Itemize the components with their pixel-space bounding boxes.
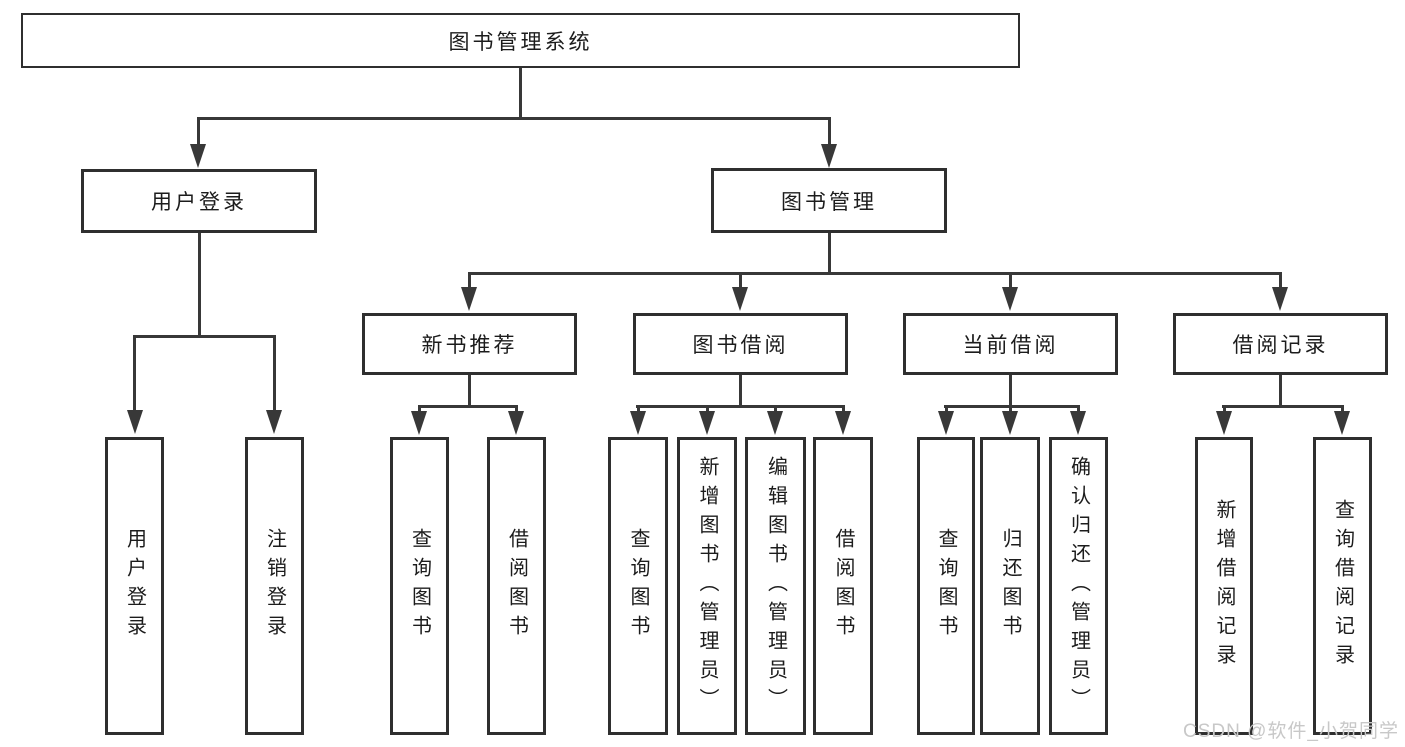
connector-records-branch-line (1222, 405, 1344, 408)
leaf-newbooks-query-books: 查询图书 (390, 437, 449, 735)
connector-l1-branch-line (197, 117, 831, 120)
arrowhead-cb-confirm (1070, 411, 1086, 435)
connector-shaft-bb-add (706, 405, 709, 413)
leaf-label: 查询图书 (935, 528, 957, 644)
leaf-label: 注销登录 (263, 528, 286, 644)
connector-shaft-book-management (828, 117, 831, 146)
connector-shaft-user-login (197, 117, 200, 146)
leaf-label: 编辑图书（管理员） (764, 455, 787, 717)
arrowhead-br-add (1216, 411, 1232, 435)
arrowhead-br-query (1334, 411, 1350, 435)
leaf-label: 查询图书 (408, 528, 431, 644)
leaf-label: 确认归还（管理员） (1067, 455, 1090, 717)
connector-shaft-book-borrowing (739, 272, 742, 289)
leaf-logout: 注销登录 (245, 437, 304, 735)
node-current-borrowing: 当前借阅 (903, 313, 1118, 375)
connector-shaft-borrow-records (1279, 272, 1282, 289)
connector-shaft-cb-return (1009, 405, 1012, 413)
arrowhead-user-login (190, 144, 206, 168)
leaf-borrow-add-books-admin: 新增图书（管理员） (677, 437, 737, 735)
arrowhead-bb-query (630, 411, 646, 435)
connector-shaft-br-add (1223, 405, 1226, 413)
arrowhead-leaf-logout (266, 410, 282, 434)
connector-shaft-cb-confirm (1077, 405, 1080, 413)
arrowhead-book-management (821, 144, 837, 168)
node-label: 借阅记录 (1232, 334, 1329, 357)
connector-newbooks-branch-line (418, 405, 518, 408)
connector-shaft-leaf-user-login (133, 335, 136, 412)
connector-book-management-stem (828, 233, 831, 275)
arrowhead-book-borrowing (732, 287, 748, 311)
node-book-borrowing: 图书借阅 (633, 313, 848, 375)
leaf-borrow-query-books: 查询图书 (608, 437, 668, 735)
connector-shaft-bb-query (637, 405, 640, 413)
connector-shaft-nb-borrow (515, 405, 518, 413)
leaf-current-return-books: 归还图书 (980, 437, 1040, 735)
watermark: CSDN @软件_小贺同学 (1183, 721, 1399, 742)
arrowhead-cb-query (938, 411, 954, 435)
arrowhead-bb-edit (767, 411, 783, 435)
arrowhead-bb-borrow (835, 411, 851, 435)
node-borrow-records: 借阅记录 (1173, 313, 1388, 375)
leaf-label: 借阅图书 (505, 528, 528, 644)
leaf-label: 归还图书 (999, 528, 1021, 644)
connector-shaft-new-book-recommend (468, 272, 471, 289)
connector-newbooks-stem (468, 375, 471, 408)
node-root-library-system: 图书管理系统 (21, 13, 1020, 68)
connector-user-login-branch-line (133, 335, 276, 338)
leaf-records-add-record: 新增借阅记录 (1195, 437, 1253, 735)
leaf-borrow-borrow-books: 借阅图书 (813, 437, 873, 735)
leaf-current-confirm-return-admin: 确认归还（管理员） (1049, 437, 1108, 735)
arrowhead-leaf-user-login (127, 410, 143, 434)
arrowhead-nb-borrow (508, 411, 524, 435)
node-label: 新书推荐 (421, 334, 518, 357)
arrowhead-bb-add (699, 411, 715, 435)
leaf-label: 新增图书（管理员） (696, 455, 718, 717)
connector-bookborrow-branch-line (636, 405, 844, 408)
node-label: 图书管理系统 (448, 30, 593, 54)
leaf-user-login: 用户登录 (105, 437, 164, 735)
connector-shaft-br-query (1341, 405, 1344, 413)
leaf-label: 查询图书 (627, 528, 649, 644)
leaf-label: 新增借阅记录 (1213, 499, 1235, 673)
node-label: 图书管理 (781, 190, 877, 214)
leaf-borrow-edit-books-admin: 编辑图书（管理员） (745, 437, 806, 735)
node-label: 图书借阅 (692, 334, 789, 357)
connector-shaft-cb-query (945, 405, 948, 413)
connector-currentborrow-stem (1009, 375, 1012, 408)
arrowhead-current-borrowing (1002, 287, 1018, 311)
connector-shaft-leaf-logout (273, 335, 276, 412)
connector-currentborrow-branch-line (944, 405, 1080, 408)
leaf-label: 查询借阅记录 (1331, 499, 1354, 673)
leaf-label: 借阅图书 (832, 528, 854, 644)
arrowhead-new-book-recommend (461, 287, 477, 311)
arrowhead-borrow-records (1272, 287, 1288, 311)
connector-shaft-bb-edit (774, 405, 777, 413)
connector-shaft-nb-query (418, 405, 421, 413)
leaf-newbooks-borrow-books: 借阅图书 (487, 437, 546, 735)
leaf-current-query-books: 查询图书 (917, 437, 975, 735)
connector-user-login-stem (198, 233, 201, 338)
node-new-book-recommend: 新书推荐 (362, 313, 577, 375)
node-user-login: 用户登录 (81, 169, 317, 233)
leaf-records-query-record: 查询借阅记录 (1313, 437, 1372, 735)
node-label: 当前借阅 (962, 334, 1059, 357)
node-book-management: 图书管理 (711, 168, 947, 233)
connector-shaft-bb-borrow (842, 405, 845, 413)
connector-shaft-current-borrowing (1009, 272, 1012, 289)
leaf-label: 用户登录 (123, 528, 146, 644)
node-label: 用户登录 (151, 191, 247, 214)
connector-root-stem (519, 68, 522, 120)
arrowhead-cb-return (1002, 411, 1018, 435)
connector-records-stem (1279, 375, 1282, 408)
connector-bookborrow-stem (739, 375, 742, 408)
arrowhead-nb-query (411, 411, 427, 435)
connector-l3-branch-line (468, 272, 1281, 275)
